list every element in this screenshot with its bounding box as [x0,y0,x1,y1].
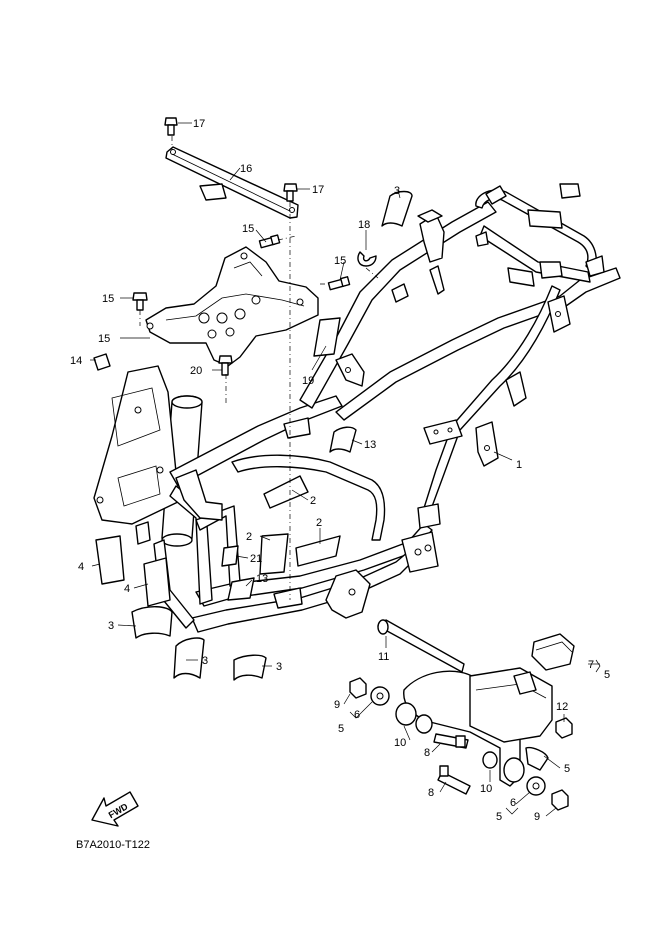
callout-15c: 15 [102,293,114,305]
callout-3c: 3 [276,661,282,673]
part-12-nut [555,717,573,739]
part-17-bolt-b [283,183,298,202]
part-8-bolt-b [437,765,471,795]
callout-3a: 3 [108,620,114,632]
diagram-code: B7A2010-T122 [76,839,150,851]
callout-14: 15 [98,333,110,345]
callout-8a: 8 [424,747,430,759]
leader-lines [90,122,601,817]
callout-10b: 10 [480,783,492,795]
part-3-pad-b [173,637,205,679]
part-9-nut-a [349,677,367,699]
callout-15b: 15 [334,255,346,267]
part-10-bush-b [482,751,525,783]
part-16-stay-plate [165,146,299,219]
part-9-nut-b [551,789,569,811]
callout-2c: 2 [246,531,252,543]
callout-2b: 2 [316,517,322,529]
callout-5a: 5 [604,669,610,681]
callout-10a: 10 [394,737,406,749]
callout-15d: 20 [190,365,202,377]
part-2-pad-a [263,475,309,509]
part-2-pad-c [259,533,289,575]
callout-11: 11 [378,651,389,663]
part-4-pad-a [95,535,125,585]
callout-20: 14 [70,355,82,367]
callout-21: 21 [250,553,262,565]
part-1-frame [93,183,621,633]
callout-19: 19 [302,375,314,387]
callout-labels: 17 16 17 3 18 15 15 15 15 14 20 19 13 1 … [70,118,610,823]
callout-6a: 6 [354,709,360,721]
callout-2a: 2 [310,495,316,507]
callout-8b: 8 [428,787,434,799]
callout-6b: 6 [510,797,516,809]
callout-16: 16 [240,163,252,175]
part-14-bracket [145,246,319,367]
part-2-pad-b [295,535,341,567]
part-4-pad-b [143,557,171,607]
part-15-bolt-a [258,234,281,249]
callout-5c: 5 [564,763,570,775]
part-13-pad-a [329,426,357,453]
part-15-bolt-c [132,292,148,311]
part-3-pad-c [233,654,267,681]
part-17-bolt-a [164,117,178,136]
callout-5b: 5 [338,723,344,735]
part-13-pad-b [227,577,255,601]
part-7-damper-cap [531,633,575,671]
callout-7: 7 [588,659,594,671]
part-3-pad-a [131,606,173,639]
centerline-f [277,235,297,241]
centerline-e [365,267,379,279]
callout-9a: 9 [334,699,340,711]
part-6-collar-a [370,686,390,706]
part-15-bolt-d [218,355,233,376]
fwd-arrow-icon: FWD [91,791,139,827]
callout-1: 1 [516,459,522,471]
callout-12: 12 [556,701,568,713]
callout-17b: 17 [312,184,324,196]
part-6-collar-b [526,776,546,796]
callout-15a: 15 [242,223,254,235]
callout-13a: 13 [364,439,376,451]
callout-9b: 9 [534,811,540,823]
part-15-bolt-b [327,276,351,291]
part-19-pad [313,317,341,357]
part-10-bush-a [395,702,433,734]
callout-18: 18 [358,219,370,231]
part-3-pad-top [381,190,413,227]
callout-3b: 3 [202,655,208,667]
callout-13b: 13 [256,573,268,585]
part-20-pad [93,353,111,371]
callout-17a: 17 [193,118,205,130]
callout-4a: 4 [78,561,84,573]
part-8-bolt-a [433,733,469,749]
part-21-pad [221,545,239,567]
part-18-clip [357,251,377,267]
callout-4b: 4 [124,583,130,595]
callout-5d: 5 [496,811,502,823]
callout-3-top: 3 [394,185,400,197]
part-11-pivot-bolt [377,619,465,673]
